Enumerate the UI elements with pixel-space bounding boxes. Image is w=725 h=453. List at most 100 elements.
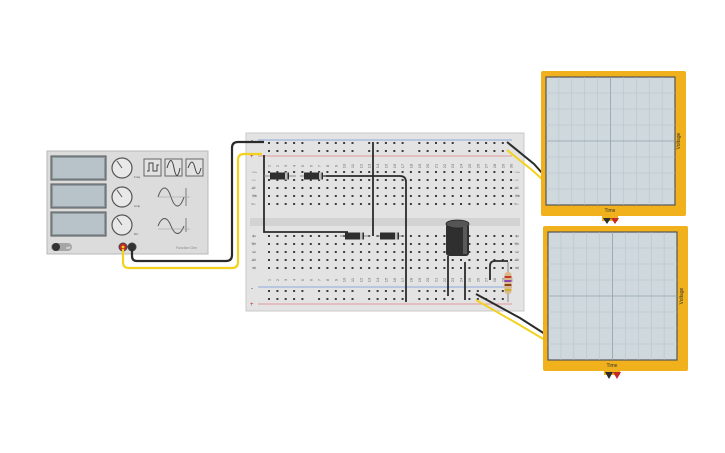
terminal-hole[interactable] — [368, 187, 371, 189]
terminal-hole[interactable] — [376, 259, 379, 261]
terminal-hole[interactable] — [409, 187, 412, 189]
terminal-hole[interactable] — [359, 251, 362, 253]
terminal-hole[interactable] — [326, 259, 329, 261]
wire-black-scope1-ground[interactable] — [506, 141, 544, 175]
rail-hole[interactable] — [284, 298, 287, 300]
terminal-hole[interactable] — [284, 259, 287, 261]
rail-hole[interactable] — [451, 150, 454, 152]
rail-hole[interactable] — [401, 298, 404, 300]
terminal-hole[interactable] — [443, 267, 446, 269]
terminal-hole[interactable] — [510, 235, 513, 237]
terminal-hole[interactable] — [501, 187, 504, 189]
terminal-hole[interactable] — [359, 203, 362, 205]
terminal-hole[interactable] — [510, 243, 513, 245]
terminal-hole[interactable] — [326, 267, 329, 269]
terminal-hole[interactable] — [485, 179, 488, 181]
terminal-hole[interactable] — [276, 171, 279, 173]
terminal-hole[interactable] — [443, 195, 446, 197]
rail-hole[interactable] — [284, 150, 287, 152]
rail-hole[interactable] — [443, 142, 446, 144]
terminal-hole[interactable] — [426, 243, 429, 245]
terminal-hole[interactable] — [359, 171, 362, 173]
terminal-hole[interactable] — [343, 243, 346, 245]
terminal-hole[interactable] — [476, 187, 479, 189]
rail-hole[interactable] — [293, 142, 296, 144]
rail-hole[interactable] — [468, 142, 471, 144]
rail-hole[interactable] — [485, 290, 488, 292]
diode-1[interactable] — [264, 172, 296, 180]
terminal-hole[interactable] — [476, 243, 479, 245]
terminal-hole[interactable] — [309, 235, 312, 237]
rail-hole[interactable] — [351, 142, 354, 144]
terminal-hole[interactable] — [401, 243, 404, 245]
wire-resistor-top[interactable] — [489, 260, 508, 280]
terminal-hole[interactable] — [351, 203, 354, 205]
terminal-hole[interactable] — [468, 179, 471, 181]
rail-hole[interactable] — [393, 142, 396, 144]
terminal-hole[interactable] — [293, 267, 296, 269]
terminal-hole[interactable] — [368, 171, 371, 173]
terminal-hole[interactable] — [409, 235, 412, 237]
terminal-hole[interactable] — [384, 179, 387, 181]
terminal-hole[interactable] — [460, 195, 462, 197]
rail-hole[interactable] — [334, 142, 337, 144]
terminal-hole[interactable] — [284, 203, 287, 205]
terminal-hole[interactable] — [368, 243, 371, 245]
rail-hole[interactable] — [485, 142, 488, 144]
terminal-hole[interactable] — [426, 267, 429, 269]
terminal-hole[interactable] — [343, 171, 346, 173]
rail-hole[interactable] — [368, 298, 371, 300]
terminal-hole[interactable] — [501, 259, 504, 261]
terminal-hole[interactable] — [460, 267, 462, 269]
rail-hole[interactable] — [384, 290, 387, 292]
terminal-hole[interactable] — [393, 259, 396, 261]
terminal-hole[interactable] — [368, 195, 371, 197]
terminal-hole[interactable] — [451, 187, 454, 189]
rail-hole[interactable] — [376, 290, 379, 292]
rail-hole[interactable] — [351, 290, 354, 292]
terminal-hole[interactable] — [301, 171, 304, 173]
rail-hole[interactable] — [276, 150, 279, 152]
terminal-hole[interactable] — [276, 235, 279, 237]
terminal-hole[interactable] — [318, 171, 321, 173]
terminal-hole[interactable] — [409, 203, 412, 205]
terminal-hole[interactable] — [485, 243, 488, 245]
rail-hole[interactable] — [451, 298, 454, 300]
terminal-hole[interactable] — [384, 171, 387, 173]
terminal-hole[interactable] — [468, 243, 471, 245]
terminal-hole[interactable] — [501, 171, 504, 173]
terminal-hole[interactable] — [468, 171, 471, 173]
terminal-hole[interactable] — [501, 267, 504, 269]
terminal-hole[interactable] — [284, 195, 287, 197]
terminal-hole[interactable] — [493, 251, 496, 253]
terminal-hole[interactable] — [301, 195, 304, 197]
terminal-hole[interactable] — [301, 179, 304, 181]
terminal-hole[interactable] — [493, 171, 496, 173]
terminal-hole[interactable] — [359, 179, 362, 181]
terminal-hole[interactable] — [318, 203, 321, 205]
rail-hole[interactable] — [368, 150, 371, 152]
terminal-hole[interactable] — [309, 195, 312, 197]
rail-hole[interactable] — [443, 290, 446, 292]
terminal-hole[interactable] — [276, 267, 279, 269]
rail-hole[interactable] — [301, 298, 304, 300]
terminal-hole[interactable] — [418, 195, 421, 197]
terminal-hole[interactable] — [334, 195, 337, 197]
rail-hole[interactable] — [343, 150, 346, 152]
terminal-hole[interactable] — [443, 251, 446, 253]
terminal-hole[interactable] — [443, 235, 446, 237]
rail-hole[interactable] — [401, 290, 404, 292]
rail-hole[interactable] — [426, 142, 429, 144]
terminal-hole[interactable] — [468, 267, 471, 269]
terminal-hole[interactable] — [451, 267, 454, 269]
oscilloscope-1[interactable]: Time Voltage — [541, 71, 686, 224]
terminal-hole[interactable] — [510, 267, 513, 269]
rail-hole[interactable] — [293, 290, 296, 292]
rail-hole[interactable] — [435, 142, 437, 144]
terminal-hole[interactable] — [343, 267, 346, 269]
terminal-hole[interactable] — [276, 179, 279, 181]
rail-hole[interactable] — [468, 290, 471, 292]
terminal-hole[interactable] — [418, 251, 421, 253]
terminal-hole[interactable] — [268, 195, 270, 197]
terminal-hole[interactable] — [301, 243, 304, 245]
